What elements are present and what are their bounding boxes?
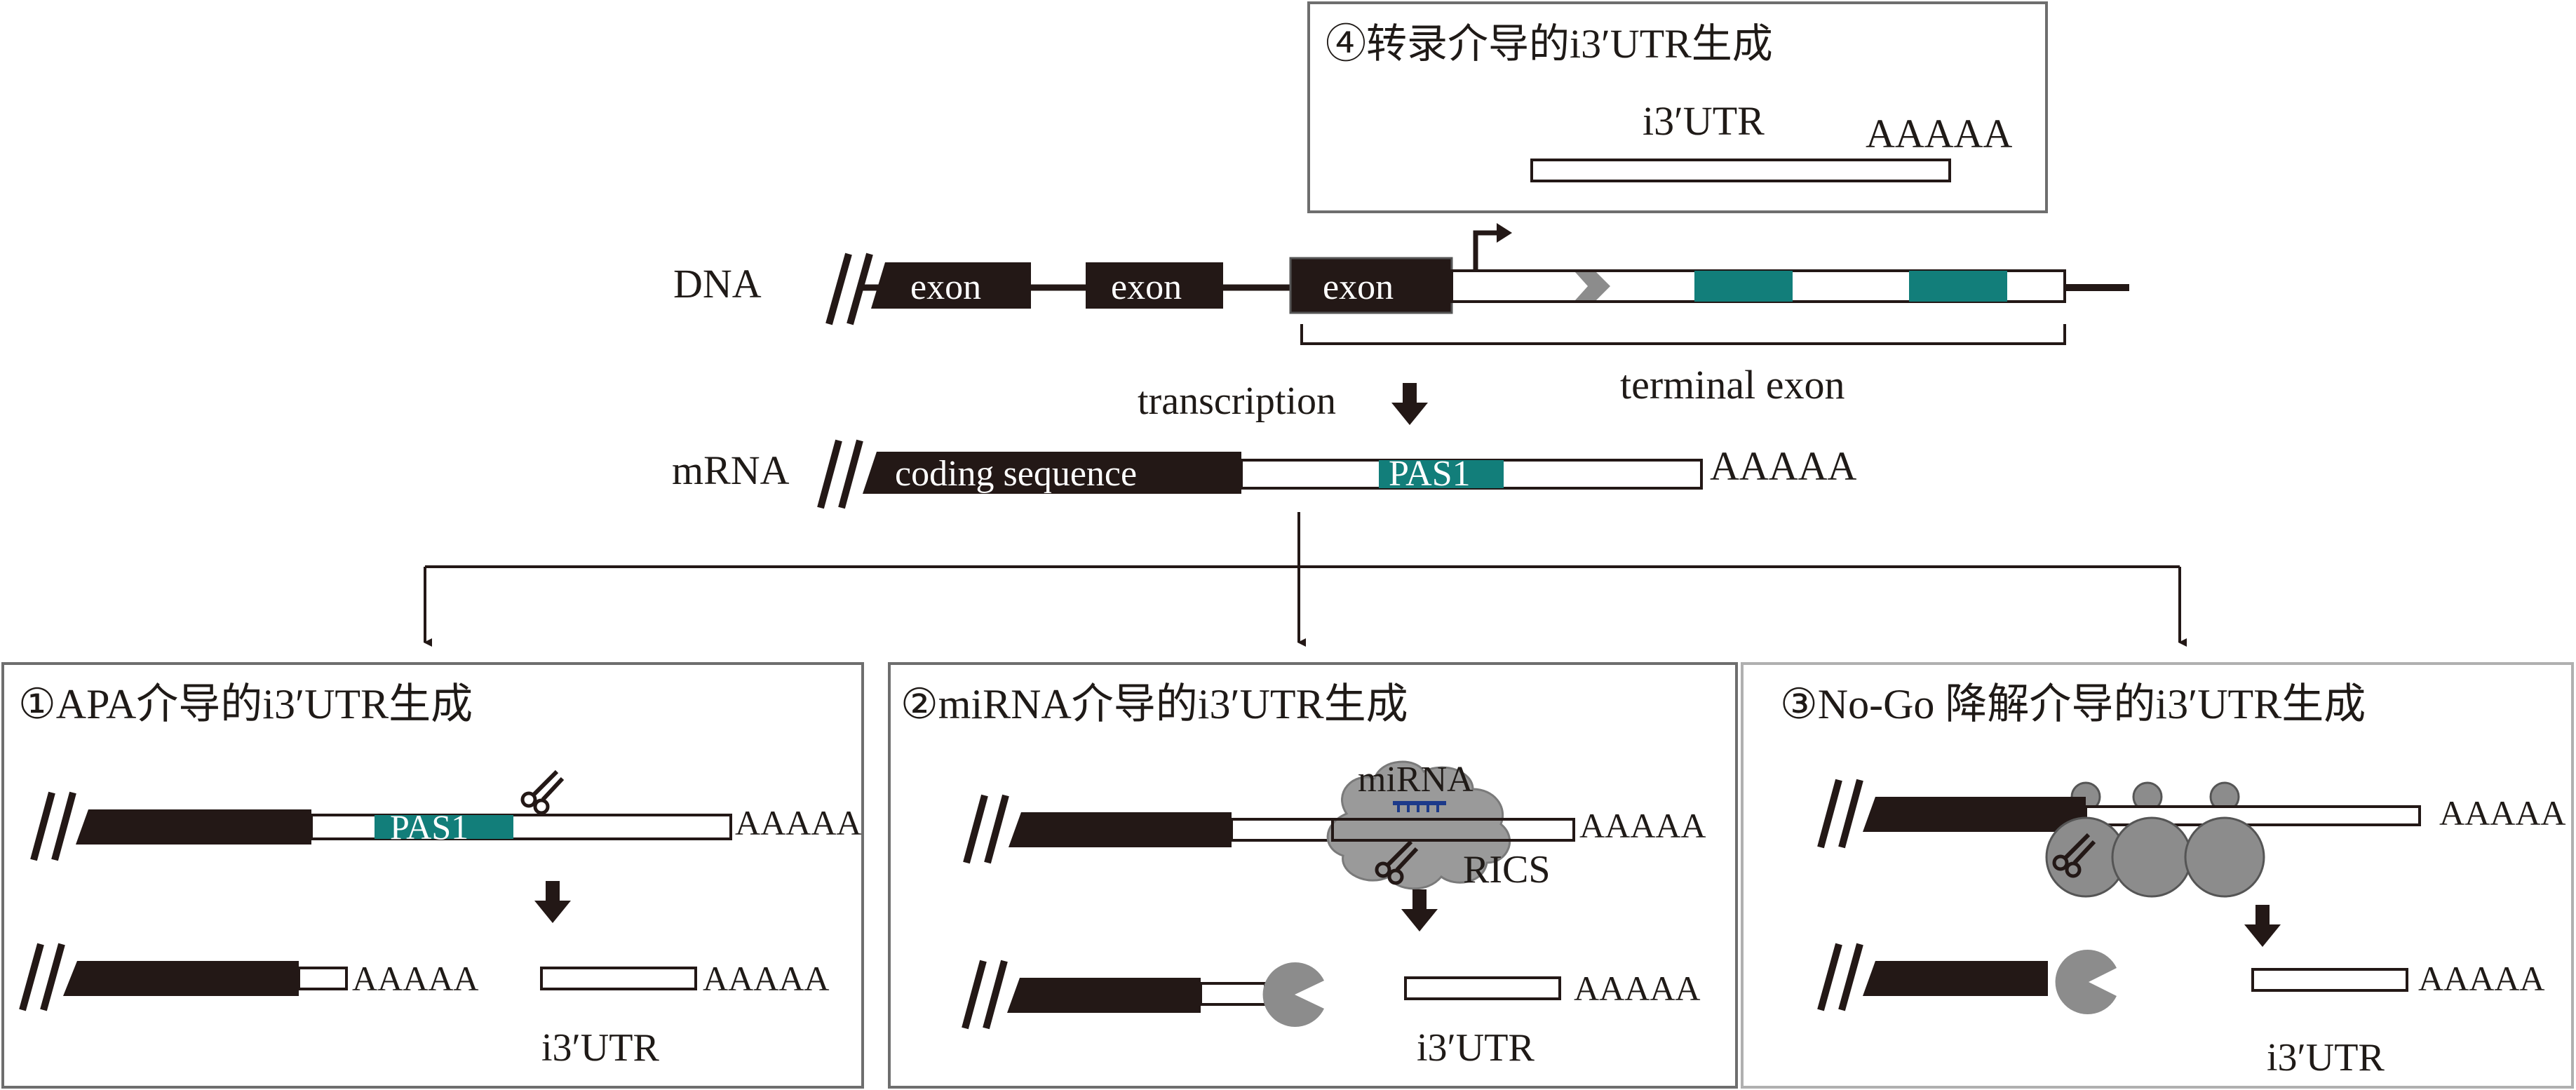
ribosome-large-3 <box>2184 816 2265 898</box>
panel-no-go: ③No-Go 降解介导的i3′UTR生成 AAAAA AAAAA i3′UTR <box>1741 662 2574 1089</box>
tss-arrow-icon <box>1473 230 1499 271</box>
mrna-pas1-block <box>1379 460 1504 488</box>
terminal-exon-label: terminal exon <box>1620 362 1845 408</box>
dna-label: DNA <box>673 261 762 307</box>
mrna-label: mRNA <box>672 448 790 493</box>
dna-break-mark-2 <box>847 253 873 325</box>
terminal-exon-bracket <box>1300 324 2066 345</box>
dna-exon-3 <box>1289 257 1453 314</box>
rics-label: RICS <box>1463 848 1551 891</box>
no-go-pacman-exonuclease-icon <box>2055 950 2117 1014</box>
apa-i3utr-bar <box>540 967 697 990</box>
mrna-break-mark-2 <box>838 439 863 509</box>
dna-break-mark-1 <box>825 253 852 325</box>
top-i3utr-label: i3′UTR <box>1643 98 1765 144</box>
mirna-strand-icon <box>1393 801 1446 812</box>
mirna-polya-top: AAAAA <box>1579 806 1706 845</box>
terminal-pas-block-1 <box>1694 271 1793 302</box>
mirna-label: miRNA <box>1358 760 1474 800</box>
apa-product-short-utr <box>297 967 348 990</box>
mirna-coding-sequence <box>1009 812 1232 847</box>
apa-polya-top: AAAAA <box>735 803 862 842</box>
dna-exon-1 <box>871 262 1031 309</box>
transcription-mediated-box: ④转录介导的i3′UTR生成 i3′UTR AAAAA <box>1307 1 2048 213</box>
pacman-exonuclease-icon <box>1262 962 1324 1027</box>
no-go-i3utr-bar <box>2251 968 2408 992</box>
apa-i3utr-label: i3′UTR <box>541 1026 659 1070</box>
mrna-pas1-label: PAS1 <box>1389 454 1471 494</box>
branch-arrows <box>424 512 2187 647</box>
mirna-utr-over-cloud <box>1331 818 1575 842</box>
apa-pas1-label: PAS1 <box>390 807 468 847</box>
no-go-product-coding <box>1863 961 2048 996</box>
transcription-mediated-title: ④转录介导的i3′UTR生成 <box>1326 21 1773 67</box>
panel-apa-title: ①APA介导的i3′UTR生成 <box>18 681 473 727</box>
tss-arrow-head <box>1497 223 1512 243</box>
coding-sequence-label: coding sequence <box>895 454 1137 494</box>
mirna-polya-right: AAAAA <box>1574 969 1701 1008</box>
apa-pas1-block <box>375 815 513 839</box>
no-go-i3utr-label: i3′UTR <box>2267 1036 2385 1079</box>
no-go-polya-right: AAAAA <box>2418 959 2545 998</box>
terminal-pas-block-2 <box>1909 271 2007 302</box>
rics-complex-cloud <box>1326 760 1511 890</box>
panel-mirna-title: ②miRNA介导的i3′UTR生成 <box>901 681 1408 727</box>
transcription-label: transcription <box>1138 379 1336 423</box>
dna-exon-2-label: exon <box>1111 267 1182 307</box>
mrna-track: mRNA coding sequence PAS1 AAAAA <box>672 439 1857 509</box>
mrna-polya: AAAAA <box>1710 443 1857 489</box>
mrna-coding-sequence <box>863 452 1241 494</box>
dna-track: DNA exon exon exon terminal exon <box>673 223 2129 408</box>
mirna-i3utr-bar <box>1404 976 1561 1000</box>
transcription-down-arrow-icon <box>1391 383 1428 425</box>
apa-product-coding <box>63 961 299 996</box>
apa-polya-right: AAAAA <box>703 959 830 998</box>
top-i3utr-bar <box>1530 159 1951 182</box>
panel-mirna: ②miRNA介导的i3′UTR生成 miRNA AAAAA RICS AAAAA… <box>888 662 1738 1089</box>
top-polya: AAAAA <box>1866 111 2013 156</box>
dna-exon-3-label: exon <box>1323 267 1394 307</box>
dna-exon-1-label: exon <box>910 267 981 307</box>
panel-no-go-title: ③No-Go 降解介导的i3′UTR生成 <box>1780 681 2366 727</box>
no-go-coding-sequence <box>1863 797 2086 832</box>
mirna-product-coding <box>1007 978 1201 1013</box>
mirna-i3utr-label: i3′UTR <box>1417 1026 1535 1070</box>
ribosome-large-2 <box>2111 816 2192 898</box>
mirna-product-short-utr <box>1199 982 1267 1006</box>
dna-exon-2 <box>1086 262 1223 309</box>
no-go-polya-top: AAAAA <box>2439 793 2566 833</box>
mrna-break-mark-1 <box>817 439 842 509</box>
apa-coding-sequence <box>76 809 311 845</box>
apa-polya-left: AAAAA <box>352 959 479 998</box>
promoter-chevron-icon <box>1575 272 1610 300</box>
panel-apa: ①APA介导的i3′UTR生成 PAS1 AAAAA AAAAA AAAAA i… <box>1 662 864 1089</box>
apa-utr <box>310 814 732 840</box>
